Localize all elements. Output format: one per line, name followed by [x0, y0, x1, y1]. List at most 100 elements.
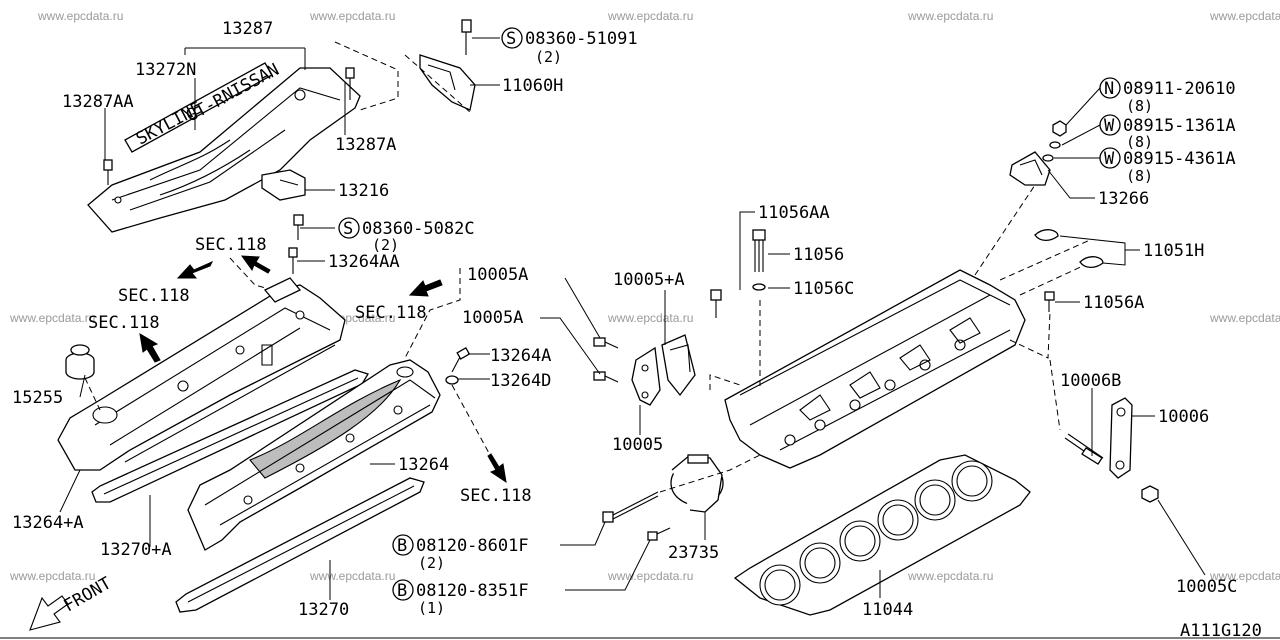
- label-10005a: 10005A: [467, 265, 528, 285]
- label-08915-4361a: 08915-4361A: [1123, 149, 1236, 169]
- label-08120-8351f: 08120-8351F: [416, 581, 529, 601]
- label-08360-5082c: 08360-5082C: [362, 219, 475, 239]
- assembly-dash: [1019, 264, 1086, 296]
- diagram-code: A111G120: [1180, 621, 1262, 640]
- bracket-23735: [670, 454, 724, 513]
- bolt-13264aa: [288, 247, 298, 274]
- stud-10006b: [1064, 433, 1104, 465]
- prefix-symbols: S S N W W B B: [338, 27, 1121, 601]
- watermark: www.epcdata.ru: [607, 9, 693, 23]
- watermark: www.epcdata.ru: [907, 9, 993, 23]
- label-13216: 13216: [338, 181, 389, 201]
- bolt-08360-5082c: [293, 214, 304, 240]
- prefix-n: N: [1104, 79, 1114, 99]
- label-08911-20610: 08911-20610: [1123, 79, 1236, 99]
- label-sec118: SEC.118: [88, 313, 160, 333]
- stud-11056: [752, 229, 766, 272]
- head-gasket-11044: [733, 454, 1031, 616]
- qty-08120-8351f: (1): [418, 599, 445, 617]
- label-13270: 13270: [298, 600, 349, 620]
- engine-cover-13287: SKYLINE GT-R NISSAN: [87, 60, 361, 233]
- watermark: www.epcdata.ru: [607, 311, 693, 325]
- assembly-dash: [659, 454, 761, 493]
- rocker-cover-13264: [187, 359, 441, 551]
- label-23735: 23735: [668, 543, 719, 563]
- washer-11056c: [752, 283, 766, 291]
- watermark: www.epcdata.ru: [607, 569, 693, 583]
- qty-08915-1361a: (8): [1126, 133, 1153, 151]
- prefix-w: W: [1104, 149, 1115, 169]
- bracket-10006: [1109, 397, 1133, 479]
- label-08120-8601f: 08120-8601F: [416, 536, 529, 556]
- bolt-13287a: [345, 67, 355, 100]
- watermark: www.epcdata.ru: [1209, 311, 1280, 325]
- bolt-11056aa: [710, 289, 722, 318]
- label-10005a: 10005A: [462, 308, 523, 328]
- gasket-13270a: [91, 369, 369, 503]
- watermark: www.epcdata.ru: [9, 569, 95, 583]
- assembly-dash: [404, 54, 471, 113]
- part-labels: 13287 13272N 13287AA 13287A 13216 08360-…: [12, 19, 1262, 640]
- label-13270plusa: 13270+A: [100, 540, 172, 560]
- assembly-dash: [974, 184, 1036, 276]
- watermark: www.epcdata.ru: [37, 9, 123, 23]
- label-10005plusa: 10005+A: [613, 270, 685, 290]
- sec118-arrows: [139, 255, 507, 484]
- qty-08360-51091: (2): [535, 48, 562, 66]
- washer-08915-4361a: [1042, 154, 1054, 162]
- label-10006: 10006: [1158, 407, 1209, 427]
- label-13264: 13264: [398, 455, 449, 475]
- label-13266: 13266: [1098, 189, 1149, 209]
- prefix-b: B: [397, 581, 407, 601]
- assembly-dash: [451, 384, 491, 456]
- watermark: www.epcdata.ru: [9, 311, 95, 325]
- rocker-cover-13264a: [57, 277, 346, 471]
- oil-cap-15255: [65, 344, 95, 380]
- bolt-11056a: [1044, 291, 1055, 312]
- nut-10005c: [1141, 485, 1159, 503]
- watermark: www.epcdata.ru: [1209, 569, 1280, 583]
- label-13264aa: 13264AA: [328, 252, 400, 272]
- prefix-w: W: [1104, 116, 1115, 136]
- bracket-10005plusa: [661, 334, 696, 397]
- label-11044: 11044: [862, 600, 913, 620]
- bolt-10005a: [593, 337, 619, 383]
- cylinder-head: [724, 269, 1026, 469]
- label-08915-1361a: 08915-1361A: [1123, 116, 1236, 136]
- assembly-dash: [334, 41, 399, 111]
- label-13264plusa: 13264+A: [12, 513, 84, 533]
- label-11056c: 11056C: [793, 279, 854, 299]
- label-13264a: 13264A: [490, 346, 551, 366]
- bolt-08120-8351f: [647, 527, 671, 541]
- prefix-b: B: [397, 536, 407, 556]
- label-13264d: 13264D: [490, 371, 551, 391]
- label-10006b: 10006B: [1060, 371, 1121, 391]
- label-11056aa: 11056AA: [758, 203, 830, 223]
- label-sec118: SEC.118: [118, 286, 190, 306]
- washer-13264d: [445, 375, 459, 385]
- qty-08911-20610: (8): [1126, 97, 1153, 115]
- assembly-dash: [999, 239, 1091, 281]
- bracket-13266: [1009, 151, 1051, 186]
- bolt-13287aa: [103, 159, 113, 185]
- assembly-dash: [84, 377, 101, 411]
- label-11060h: 11060H: [502, 76, 563, 96]
- assembly-dash: [709, 374, 741, 390]
- label-11056a: 11056A: [1083, 293, 1144, 313]
- label-11056: 11056: [793, 245, 844, 265]
- assembly-dash: [404, 268, 461, 359]
- gasket-13270: [175, 477, 425, 613]
- label-13287aa: 13287AA: [62, 92, 134, 112]
- seal-11051h: [1034, 229, 1104, 269]
- label-11051h: 11051H: [1143, 241, 1204, 261]
- label-10005c: 10005C: [1176, 577, 1237, 597]
- bolt-08120-8601f: [602, 491, 659, 523]
- label-13287: 13287: [222, 19, 273, 39]
- watermark: www.epcdata.ru: [1209, 9, 1280, 23]
- watermark: www.epcdata.ru: [309, 569, 395, 583]
- prefix-s: S: [506, 29, 516, 49]
- assembly-dash: [1049, 359, 1061, 431]
- nut-08911-20610: [1052, 120, 1067, 137]
- bracket-10005: [631, 346, 661, 406]
